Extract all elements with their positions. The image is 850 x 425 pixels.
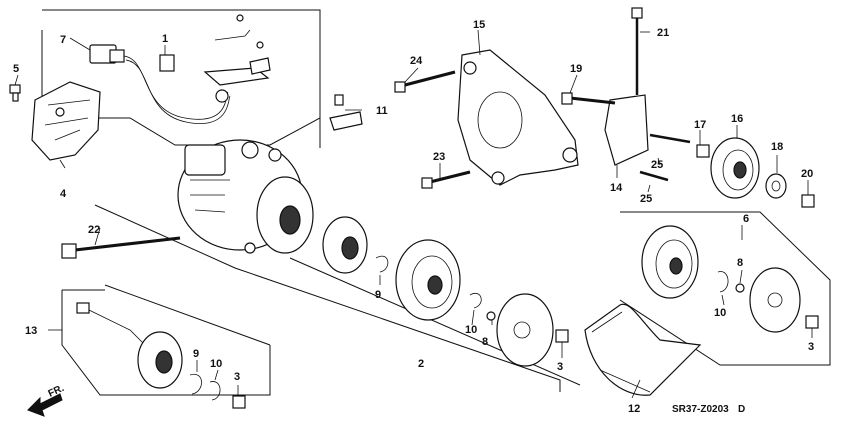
callout-23: 23 [433,151,445,163]
clutch-center [322,216,569,367]
leader-lines [14,29,813,399]
idler-pulley [696,137,815,208]
callout-16: 16 [731,113,743,125]
clamp-11 [329,94,363,131]
clutch-bottom [76,302,246,409]
clutch-right [641,225,819,333]
callout-10-bottom: 10 [210,358,222,370]
callout-2: 2 [418,358,424,370]
callout-10-right: 10 [714,307,726,319]
callout-14: 14 [610,182,623,194]
callout-11: 11 [376,105,388,117]
callout-6: 6 [743,213,749,225]
callout-12: 12 [628,403,640,415]
callout-18: 18 [771,141,783,153]
callout-25-lower: 25 [640,193,652,205]
callout-9-center: 9 [375,289,381,301]
callout-9-bottom: 9 [193,348,199,360]
diagram-code-text: SR37-Z0203 [672,404,729,415]
callout-17: 17 [694,119,706,131]
callout-21: 21 [657,27,669,39]
bolt-5 [9,84,21,102]
callout-7: 7 [60,34,66,46]
callout-3-center: 3 [557,361,563,373]
idler-bracket [561,7,691,182]
callout-15: 15 [473,19,485,31]
callout-3-right: 3 [808,341,814,353]
bracket-15 [394,49,579,189]
callout-20: 20 [801,168,813,180]
callout-8-center: 8 [482,336,488,348]
callout-13: 13 [25,325,37,337]
callout-4: 4 [60,188,67,200]
compressor [177,139,314,254]
bracket-cover [31,81,101,161]
callout-22: 22 [88,224,100,236]
diagram-code: SR37-Z0203 D [672,404,745,415]
harness-part [89,14,271,124]
drive-belt [584,303,702,396]
callout-1: 1 [162,33,168,45]
diagram-code-suffix: D [738,404,745,415]
callout-24: 24 [410,55,423,67]
bolt-22 [61,236,181,259]
front-direction-arrow: FR. [27,383,66,417]
callout-5: 5 [13,63,19,75]
callout-3-bottom: 3 [234,371,240,383]
callout-labels: 1 2 3 3 3 4 5 6 7 8 8 9 9 10 10 10 11 12… [13,19,814,415]
callout-25-upper: 25 [651,159,663,171]
callout-8-right: 8 [737,257,743,269]
callout-10-center: 10 [465,324,477,336]
callout-19: 19 [570,63,582,75]
direction-label: FR. [47,383,66,400]
